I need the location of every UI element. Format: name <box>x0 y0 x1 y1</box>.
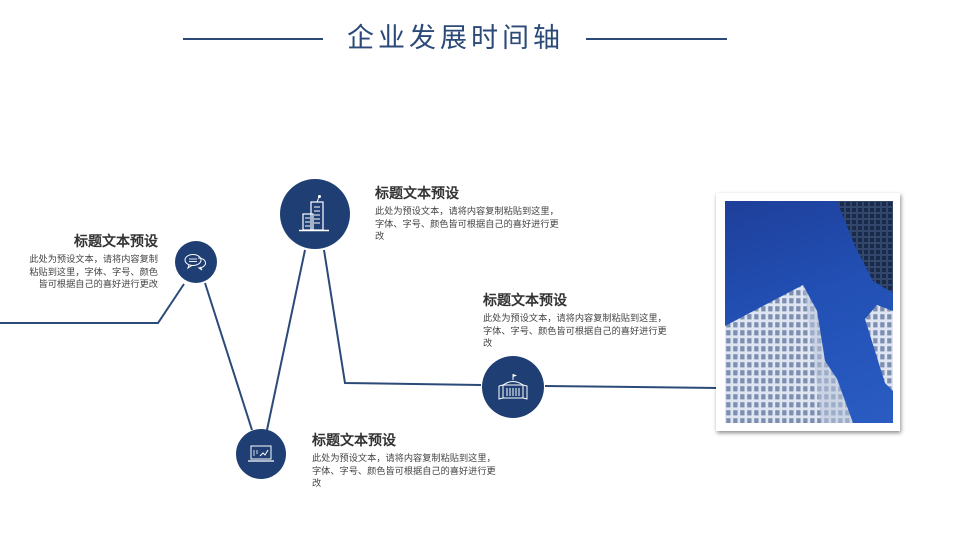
title-bar: 企业发展时间轴 <box>0 20 960 60</box>
entry-title: 标题文本预设 <box>74 234 158 250</box>
entry-title: 标题文本预设 <box>375 186 459 202</box>
timeline-node-2[interactable] <box>236 429 286 479</box>
entry-title: 标题文本预设 <box>483 293 567 309</box>
title-divider-left <box>183 38 323 40</box>
laptop-chart-icon <box>248 445 274 462</box>
timeline-node-4[interactable] <box>482 356 544 418</box>
entry-body: 此处为预设文本，请将内容复制粘贴到这里，字体、字号、颜色皆可根据自己的喜好进行更… <box>375 206 559 242</box>
timeline-entry-2: 标题文本预设 此处为预设文本，请将内容复制粘贴到这里，字体、字号、颜色皆可根据自… <box>312 432 496 491</box>
chat-bubbles-icon <box>184 254 206 271</box>
skyscrapers-illustration <box>725 201 893 423</box>
office-buildings-icon <box>299 195 329 232</box>
timeline-entry-4: 标题文本预设 此处为预设文本，请将内容复制粘贴到这里，字体、字号、颜色皆可根据自… <box>483 292 667 351</box>
photo-image <box>725 201 893 423</box>
timeline-node-1[interactable] <box>175 241 217 283</box>
entry-body: 此处为预设文本，请将内容复制粘贴到这里，字体、字号、颜色皆可根据自己的喜好进行更… <box>483 313 667 349</box>
title-divider-right <box>586 38 727 40</box>
entry-body: 此处为预设文本，请将内容复制粘贴到这里，字体、字号、颜色皆可根据自己的喜好进行更… <box>312 453 496 489</box>
timeline-entry-1: 标题文本预设 此处为预设文本，请将内容复制粘贴到这里，字体、字号、颜色皆可根据自… <box>26 233 158 292</box>
timeline-entry-3: 标题文本预设 此处为预设文本，请将内容复制粘贴到这里，字体、字号、颜色皆可根据自… <box>375 185 559 244</box>
entry-title: 标题文本预设 <box>312 433 396 449</box>
entry-body: 此处为预设文本，请将内容复制粘贴到这里，字体、字号、颜色皆可根据自己的喜好进行更… <box>29 254 158 290</box>
skyscraper-photo <box>716 193 900 431</box>
page-title: 企业发展时间轴 <box>347 23 564 54</box>
government-building-icon <box>498 374 528 400</box>
timeline-node-3[interactable] <box>280 179 350 249</box>
